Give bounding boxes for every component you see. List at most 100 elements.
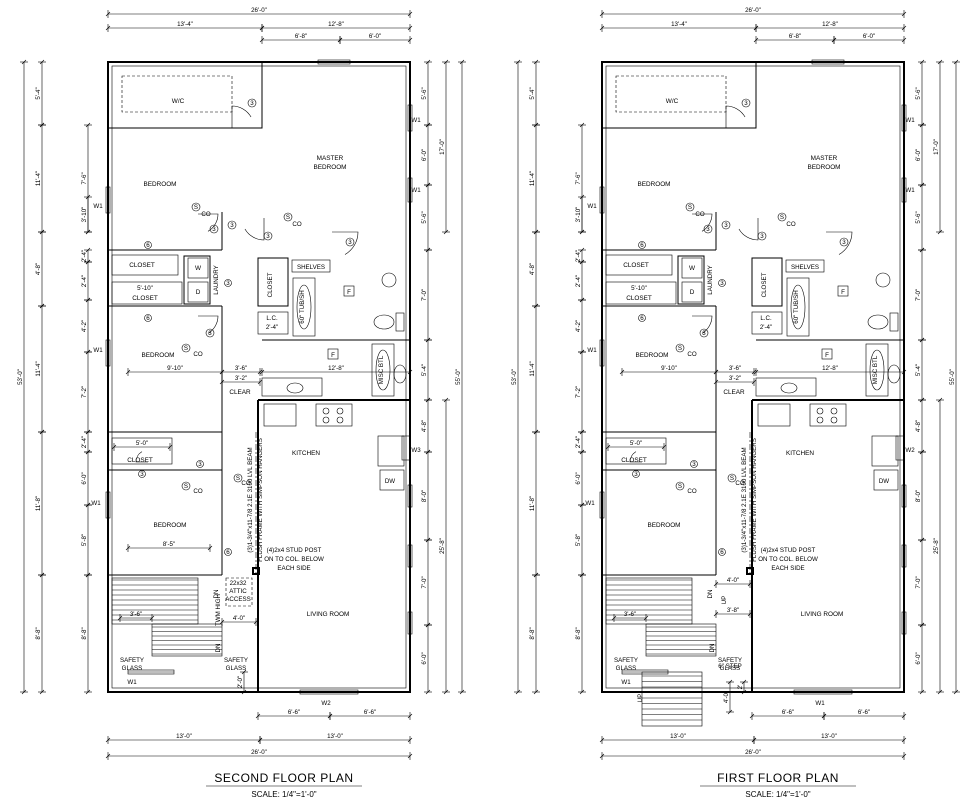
dimension-tick xyxy=(39,689,45,695)
dimension-tick xyxy=(579,297,585,303)
keynote-6 xyxy=(144,241,152,249)
safety-label-4: GLASS xyxy=(720,665,741,672)
dim-bottom-total: 26'-0" xyxy=(745,749,761,756)
dimension-tick xyxy=(579,194,585,200)
refrigerator xyxy=(757,403,791,427)
wic-wall xyxy=(107,61,263,129)
dimension-tick xyxy=(407,713,413,719)
dim-right-upper: 17'-0" xyxy=(439,139,446,155)
dimension-tick xyxy=(85,572,91,578)
keynote-3f xyxy=(690,460,698,468)
dim-right-inner-3: 7'-0" xyxy=(915,289,922,301)
dimension-tick xyxy=(579,229,585,235)
shelves xyxy=(785,259,825,273)
toilet-2 xyxy=(393,364,407,384)
co-label-4: CO xyxy=(687,488,696,495)
dim-left-2: 4'-8" xyxy=(35,263,42,275)
keynote-label: 3 xyxy=(692,461,696,468)
keynote-6c xyxy=(718,548,726,556)
closet3 xyxy=(111,437,173,465)
dimension-tick xyxy=(919,59,925,65)
dim-left-inner-4: 4'-2" xyxy=(575,320,582,332)
dimension-tick xyxy=(425,537,431,543)
room-label-closet2: CLOSET xyxy=(626,295,652,302)
dimension-tick xyxy=(85,194,91,200)
co-label: CO xyxy=(201,211,210,218)
dimension-tick xyxy=(741,679,747,685)
stair-lower xyxy=(645,623,717,657)
keynote-label: 6 xyxy=(146,242,150,249)
dimension-tick xyxy=(919,247,925,253)
dim-right-inner-3: 7'-0" xyxy=(421,289,428,301)
keynote-3a xyxy=(209,224,219,234)
vanity xyxy=(261,377,323,397)
dim-top-total: 26'-0" xyxy=(745,7,761,14)
keynote-label: 3 xyxy=(634,471,638,478)
room-label-closet1: CLOSET xyxy=(623,262,649,269)
window-tag-2: W1 xyxy=(93,347,103,354)
window-tag-3: W1 xyxy=(585,500,595,507)
dimension-tick xyxy=(751,369,757,375)
burner xyxy=(816,416,824,424)
plan-title: FIRST FLOOR PLAN xyxy=(717,771,839,785)
dimension-tick xyxy=(821,713,827,719)
dimension-tick xyxy=(937,397,943,403)
dimension-tick xyxy=(579,502,585,508)
safety-label-2: GLASS xyxy=(616,665,637,672)
dim-right-total: 55'-0" xyxy=(455,369,462,385)
dimension-tick xyxy=(407,37,413,43)
wic-wall xyxy=(601,61,757,129)
dimension-tick xyxy=(579,449,585,455)
dim-top-a: 6'-8" xyxy=(295,33,307,40)
twm-label: TWM HIGH xyxy=(215,594,222,626)
dim-top-total: 26'-0" xyxy=(251,7,267,14)
window-tag-6: W1 xyxy=(127,679,137,686)
keynote-3c xyxy=(263,231,273,241)
bedroom1-door xyxy=(692,213,713,232)
keynote-bath xyxy=(345,237,355,247)
beam-note: (3)1-3/4"x11-7/8 2.1E 3100 LVL BEAM xyxy=(741,447,748,552)
keynote-label: 3 xyxy=(744,100,748,107)
toilet-tank xyxy=(889,312,899,332)
dimension-tick xyxy=(85,349,91,355)
smoke-marker-5 xyxy=(233,473,243,483)
keynote-6b xyxy=(638,314,646,322)
floor-drain-label: F xyxy=(841,289,845,296)
dimension-tick xyxy=(39,572,45,578)
closet3-door xyxy=(629,451,642,463)
co-label-2: CO xyxy=(786,221,795,228)
room-label-closet2: CLOSET xyxy=(132,295,158,302)
dim-bottom-b: 6'-6" xyxy=(858,709,870,716)
dimension-tick xyxy=(105,11,111,17)
dimension-tick xyxy=(425,397,431,403)
dimension-tick xyxy=(149,615,155,621)
window-tag-8: W2 xyxy=(905,447,915,454)
room-label-wic: W/C xyxy=(172,98,185,105)
keynote-label: 3 xyxy=(230,222,234,229)
floor-drain xyxy=(837,285,849,297)
bath-closet xyxy=(751,257,783,307)
shelves-label: SHELVES xyxy=(297,264,325,271)
room-label-bedroom3: BEDROOM xyxy=(153,522,186,529)
dim-stoop-2: 2' xyxy=(737,685,744,690)
dimension-tick xyxy=(85,429,91,435)
co-label-5: CO xyxy=(241,480,250,487)
keynote-label: S xyxy=(678,345,682,352)
dimension-tick xyxy=(257,369,263,375)
stair-lower xyxy=(151,623,223,657)
smoke-marker-3 xyxy=(181,343,191,353)
room-label-master-2: BEDROOM xyxy=(807,164,840,171)
keynote-label: 6 xyxy=(146,315,150,322)
floor-drain-2 xyxy=(821,348,833,360)
dimension-tick xyxy=(533,689,539,695)
dim-closet3: 5'-0" xyxy=(630,440,642,447)
keynote-3c xyxy=(757,231,767,241)
dim-right-inner-5: 4'-8" xyxy=(915,420,922,432)
dimension-tick xyxy=(259,25,265,31)
dim-bedroom3: 8'-5" xyxy=(163,541,175,548)
dim-left-inner-7: 6'-0" xyxy=(81,472,88,484)
keynote-label: S xyxy=(286,214,290,221)
washer xyxy=(187,257,209,279)
room-label-wic: W/C xyxy=(666,98,679,105)
lc-closet xyxy=(257,311,289,335)
